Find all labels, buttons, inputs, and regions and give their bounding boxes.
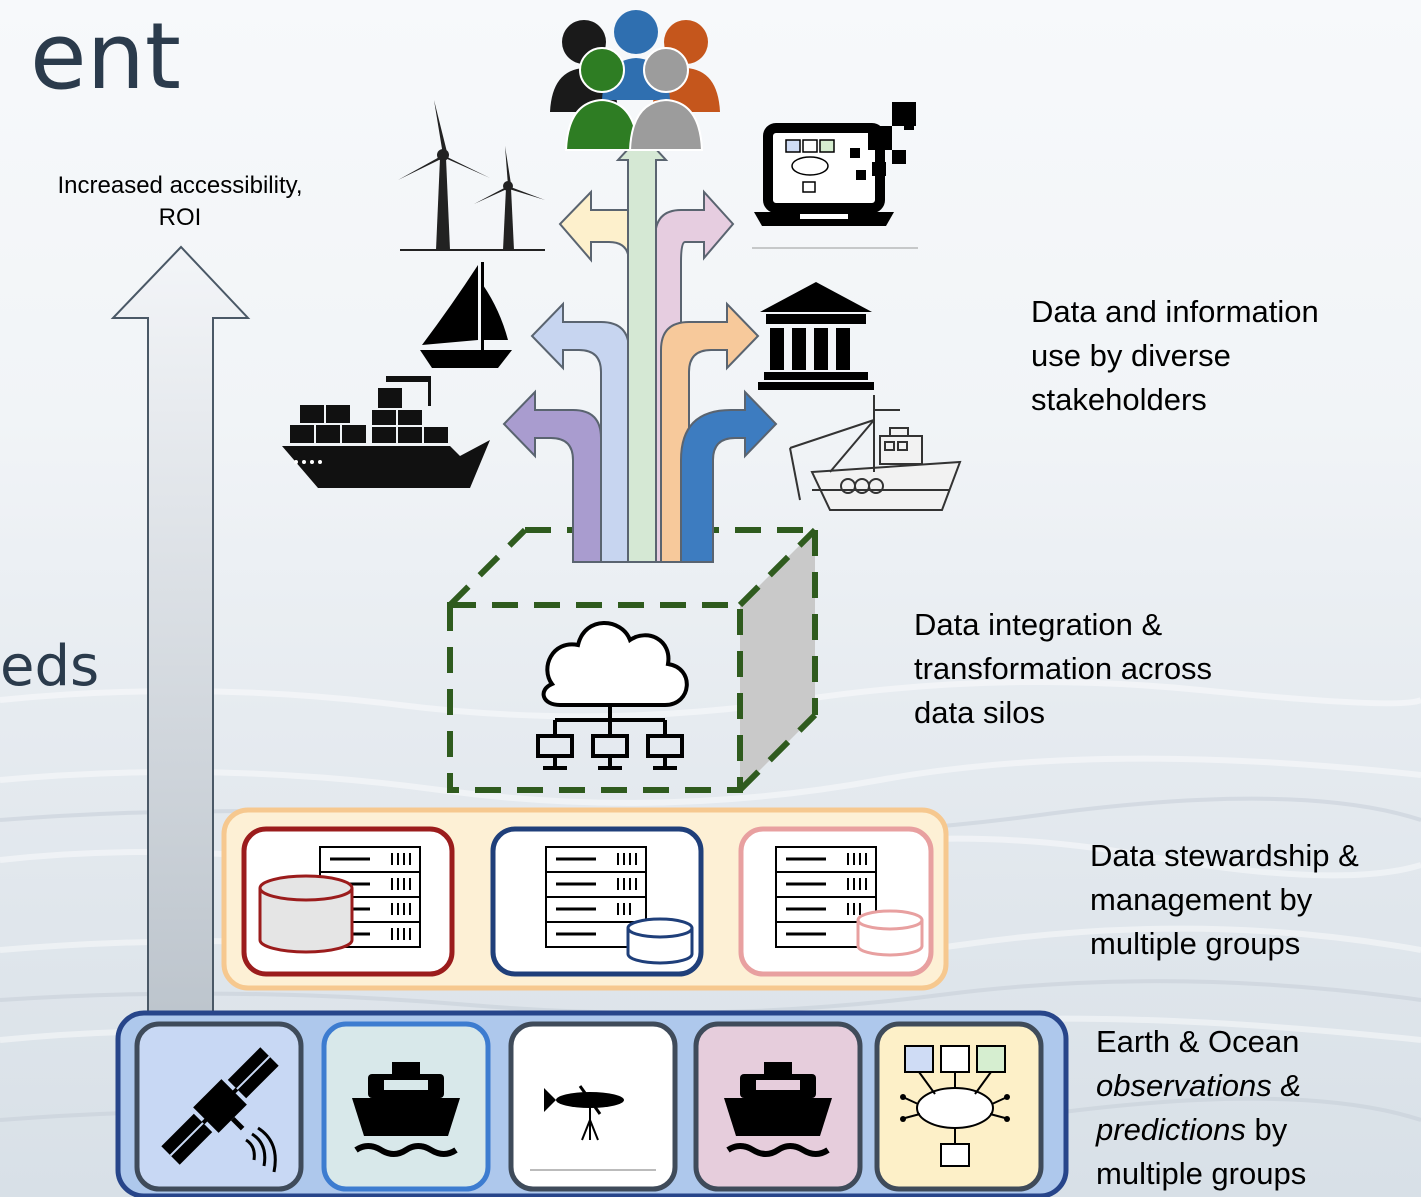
research-ship-icon — [321, 1021, 491, 1192]
server-rack-icon — [490, 826, 704, 977]
observations-label-by: by — [1245, 1112, 1288, 1147]
observations-layer-label-line3: predictions by — [1096, 1108, 1306, 1152]
observations-label-predictions: predictions — [1096, 1112, 1246, 1147]
use-layer-label-line2: use by diverse — [1031, 338, 1231, 373]
observations-layer-label: Earth & Ocean observations & predictions… — [1096, 1020, 1306, 1196]
accessibility-label-line1: Increased accessibility, — [57, 172, 303, 199]
integration-layer-label: Data integration & transformation across… — [914, 603, 1212, 735]
slide-body-fragment: eds — [0, 634, 100, 699]
ocean-glider-icon — [508, 1021, 678, 1192]
observations-layer-label-line2: observations & — [1096, 1068, 1302, 1103]
cargo-ship-icon — [282, 376, 490, 488]
institution-building-icon — [758, 282, 874, 390]
sailboat-icon — [420, 262, 512, 368]
observations-layer-label-line4: multiple groups — [1096, 1156, 1307, 1191]
integration-layer-label-line1: Data integration & — [914, 607, 1163, 642]
integration-layer-label-line2: transformation across — [914, 651, 1213, 686]
use-layer-label-line3: stakeholders — [1031, 382, 1207, 417]
arrow-purple — [502, 389, 602, 563]
use-layer-label: Data and information use by diverse stak… — [1031, 290, 1319, 422]
stewardship-layer — [221, 807, 949, 991]
stakeholder-arrows — [502, 132, 778, 563]
observations-layer-label-line1: Earth & Ocean — [1096, 1024, 1300, 1059]
fishing-boat-icon — [789, 395, 962, 511]
arrow-blue — [680, 389, 778, 563]
slide-title-fragment: ent — [30, 3, 181, 110]
accessibility-label: Increased accessibility, ROI — [10, 170, 350, 234]
stewardship-layer-label-line1: Data stewardship & — [1090, 838, 1359, 873]
accessibility-label-line2: ROI — [158, 204, 202, 231]
research-ship-icon — [693, 1021, 863, 1192]
satellite-icon — [134, 1021, 304, 1192]
integration-cube — [447, 527, 818, 793]
observations-layer — [115, 1010, 1069, 1197]
stewardship-layer-label-line3: multiple groups — [1090, 926, 1301, 961]
stewardship-layer-label-line2: management by — [1090, 882, 1313, 917]
cloud-network-icon — [536, 621, 689, 770]
stewardship-layer-label: Data stewardship & management by multipl… — [1090, 834, 1359, 966]
laptop-network-icon — [752, 102, 918, 249]
server-rack-icon — [738, 826, 934, 977]
integration-layer-label-line3: data silos — [914, 695, 1045, 730]
accessibility-arrow — [110, 245, 251, 1026]
model-network-icon — [874, 1021, 1044, 1192]
people-group-icon — [550, 10, 720, 151]
wind-turbine-icon — [398, 100, 545, 251]
server-rack-icon — [241, 826, 455, 977]
use-layer-label-line1: Data and information — [1031, 294, 1319, 329]
